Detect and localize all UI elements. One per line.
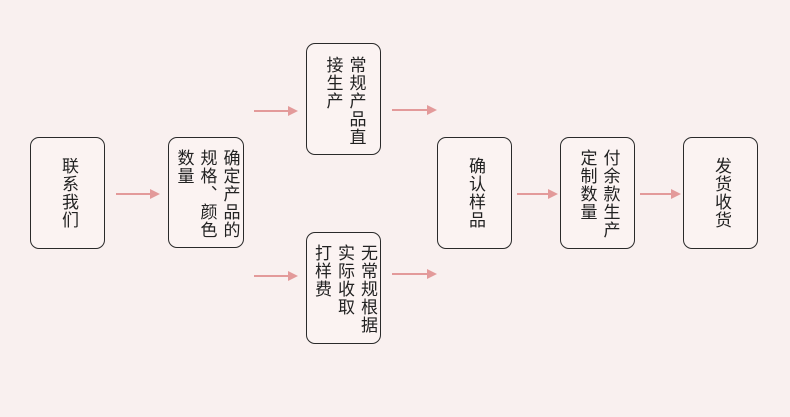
step-regular-production-line-1: 常规产品直	[345, 56, 366, 146]
step-ship-receive: 发货收货	[683, 137, 758, 249]
step-confirm-specs-line-1: 确定产品的	[219, 149, 240, 239]
step-pay-balance-line-1: 付余款生产	[599, 149, 620, 239]
step-regular-production-line-2: 接生产	[322, 56, 343, 110]
step-ship-receive-line-1: 发货收货	[711, 157, 731, 229]
step-sample-fee: 无常规根据 实际收取 打样费	[306, 232, 381, 344]
step-confirm-specs-line-3: 数量	[173, 149, 194, 185]
step-contact-us: 联系我们	[30, 137, 105, 249]
step-sample-fee-line-2: 实际收取	[334, 244, 354, 316]
step-regular-production: 常规产品直 接生产	[306, 43, 381, 155]
step-confirm-specs: 确定产品的 规格、颜色 数量	[168, 137, 244, 248]
step-contact-us-line-1: 联系我们	[58, 157, 78, 229]
step-pay-balance: 付余款生产 定制数量	[560, 137, 635, 249]
step-confirm-sample: 确认样品	[437, 137, 512, 249]
step-sample-fee-line-1: 无常规根据	[357, 244, 377, 334]
step-sample-fee-line-3: 打样费	[311, 244, 331, 298]
step-confirm-sample-line-1: 确认样品	[465, 157, 485, 229]
step-pay-balance-line-2: 定制数量	[576, 149, 597, 221]
step-confirm-specs-line-2: 规格、颜色	[196, 149, 217, 239]
